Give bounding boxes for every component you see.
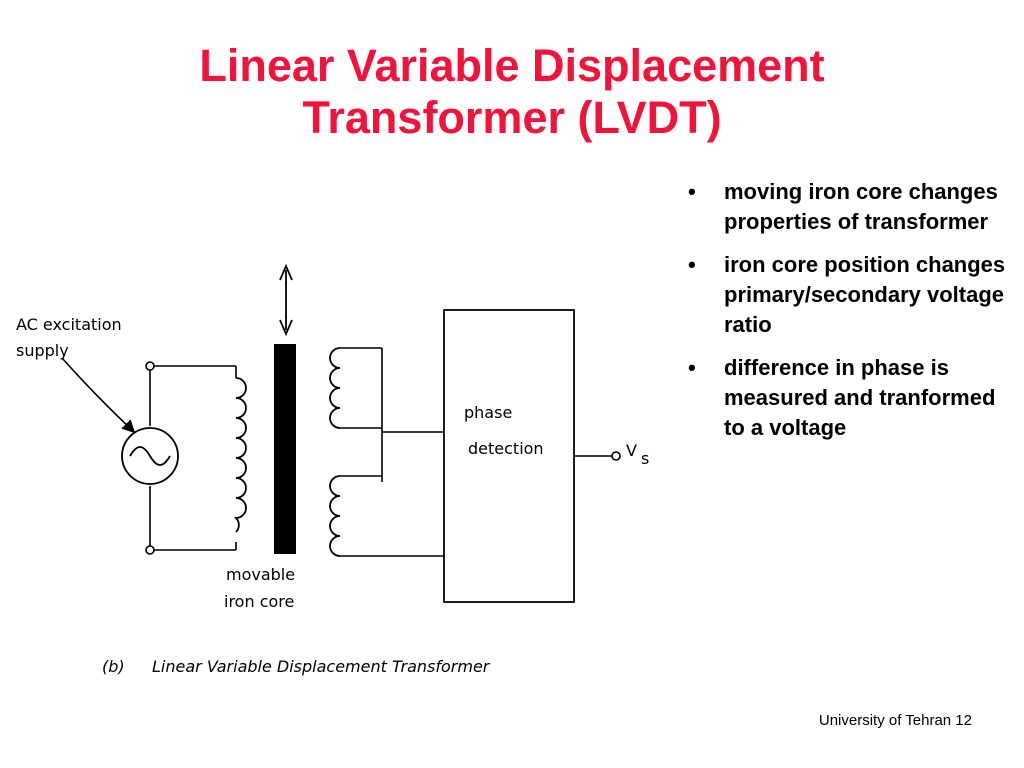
bullet-marker: • [688, 179, 696, 204]
bullet-marker: • [688, 355, 696, 380]
bullet-text: iron core position changes primary/secon… [724, 252, 1006, 337]
phase-detection-box [443, 309, 575, 603]
secondary-coil-icon [329, 347, 341, 557]
output-voltage-label: V [626, 441, 637, 460]
bullet-item: • difference in phase is measured and tr… [688, 353, 1018, 443]
iron-core-label: iron core [224, 592, 294, 611]
ac-supply-label: supply [16, 341, 69, 360]
detection-label: detection [468, 439, 544, 458]
primary-circuit-wires [145, 361, 237, 555]
bullet-marker: • [688, 252, 696, 277]
diagram-caption: Linear Variable Displacement Transformer [152, 657, 491, 676]
double-arrow-icon [279, 263, 293, 337]
bullet-item: • iron core position changes primary/sec… [688, 250, 1018, 340]
ac-source-icon [121, 427, 179, 485]
output-voltage-subscript: s [641, 449, 649, 468]
secondary-circuit-wires [340, 347, 444, 557]
phase-label: phase [464, 403, 512, 422]
bullet-text: difference in phase is measured and tran… [724, 355, 996, 440]
bullet-item: • moving iron core changes properties of… [688, 177, 1018, 237]
iron-core-icon [274, 344, 296, 554]
label-pointer-arrow [61, 357, 136, 434]
ac-excitation-label: AC excitation [16, 315, 122, 334]
primary-coil-icon [233, 377, 247, 533]
diagram-caption-tag: (b) [102, 657, 125, 676]
slide-title-line-2: Transformer (LVDT) [302, 92, 722, 143]
footer-text: University of Tehran 12 [818, 712, 972, 729]
bullet-list: • moving iron core changes properties of… [688, 177, 1018, 456]
slide-title: Linear Variable Displacement Transformer… [0, 40, 1024, 144]
movable-label: movable [226, 565, 295, 584]
slide-title-line-1: Linear Variable Displacement [199, 40, 825, 91]
lvdt-diagram: AC excitation supply [16, 263, 649, 676]
bullet-text: moving iron core changes properties of t… [724, 179, 998, 234]
output-terminal [574, 451, 621, 461]
